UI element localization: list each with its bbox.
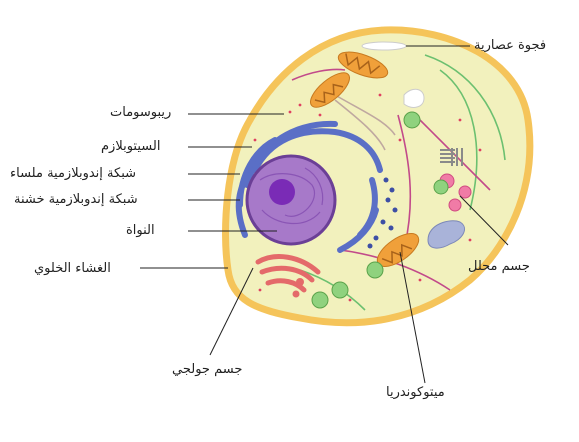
label-smooth-er: شبكة إندوبلازمية ملساء bbox=[10, 166, 137, 181]
rough-er bbox=[235, 120, 383, 253]
label-nucleus: النواة bbox=[126, 223, 155, 238]
label-ribosomes: ريبوسومات bbox=[110, 105, 172, 120]
er-ribosome-dots bbox=[367, 177, 398, 249]
label-lysosome: جسم محلل bbox=[468, 259, 530, 274]
centrioles bbox=[440, 148, 463, 166]
cell-membrane bbox=[222, 26, 534, 327]
vacuole bbox=[361, 41, 407, 51]
free-ribosomes bbox=[253, 93, 482, 302]
label-mitochondria: ميتوكوندريا bbox=[386, 385, 445, 400]
leader-lysosome bbox=[459, 195, 509, 246]
label-golgi: جسم جولجي bbox=[172, 362, 243, 377]
mitochondrion-top bbox=[337, 51, 389, 79]
golgi-vesicles bbox=[292, 278, 304, 298]
leader-golgi bbox=[209, 267, 254, 356]
label-rough-er: شبكة إندوبلازمية خشنة bbox=[14, 192, 138, 207]
leader-lines bbox=[140, 45, 509, 384]
vacuole-2 bbox=[403, 88, 425, 108]
leader-mitochondria bbox=[399, 251, 426, 384]
mitochondrion-left bbox=[310, 72, 350, 108]
vesicle-green-right bbox=[433, 179, 449, 195]
chromatin bbox=[259, 167, 324, 225]
nucleolus bbox=[269, 179, 295, 205]
golgi-apparatus bbox=[255, 254, 321, 293]
label-cytoplasm: السيتوبلازم bbox=[101, 139, 161, 154]
vesicles-green bbox=[311, 111, 421, 309]
label-vacuole: فجوة عصارية bbox=[474, 38, 547, 53]
label-cell-membrane: الغشاء الخلوي bbox=[34, 261, 111, 276]
vesicle-blue bbox=[427, 220, 465, 249]
